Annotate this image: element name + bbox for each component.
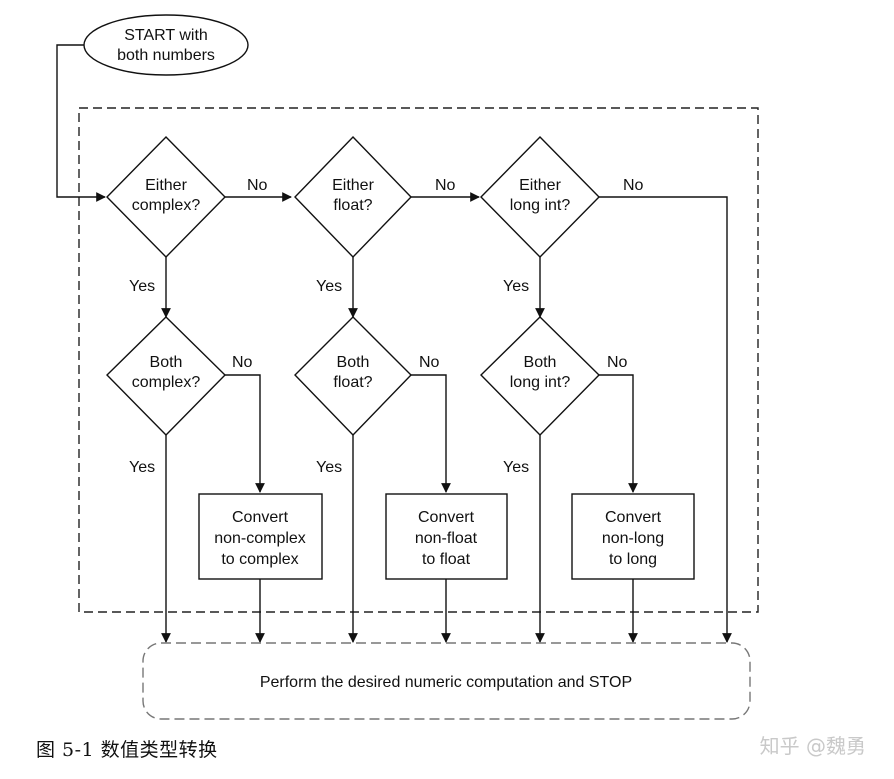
svg-text:Either: Either bbox=[145, 177, 187, 194]
svg-text:Either: Either bbox=[332, 177, 374, 194]
svg-text:long int?: long int? bbox=[510, 197, 571, 214]
watermark: 知乎 @魏勇 bbox=[759, 734, 866, 758]
decision-both-complex: Both complex? bbox=[106, 316, 226, 436]
svg-text:non-long: non-long bbox=[602, 530, 664, 547]
dashed-frame bbox=[78, 107, 759, 613]
figure-caption: 图 5-1 数值类型转换 bbox=[36, 739, 218, 761]
label-no-both-long: No bbox=[607, 354, 628, 371]
label-yes-both-float: Yes bbox=[316, 459, 342, 476]
svg-text:to long: to long bbox=[609, 551, 657, 568]
decision-either-complex: Either complex? bbox=[106, 136, 226, 258]
label-no-either-complex: No bbox=[247, 177, 268, 194]
svg-text:complex?: complex? bbox=[132, 197, 201, 214]
svg-text:non-complex: non-complex bbox=[214, 530, 306, 547]
label-no-either-float: No bbox=[435, 177, 456, 194]
label-no-either-long: No bbox=[623, 177, 644, 194]
svg-text:float?: float? bbox=[333, 374, 372, 391]
svg-text:both numbers: both numbers bbox=[117, 47, 215, 64]
svg-text:float?: float? bbox=[333, 197, 372, 214]
label-yes-either-complex: Yes bbox=[129, 278, 155, 295]
svg-text:Both: Both bbox=[150, 354, 183, 371]
svg-text:START with: START with bbox=[124, 27, 208, 44]
start-node: START with both numbers bbox=[83, 14, 249, 76]
process-convert-float: Convert non-float to float bbox=[385, 493, 508, 580]
svg-text:to complex: to complex bbox=[221, 551, 298, 568]
svg-text:non-float: non-float bbox=[415, 530, 478, 547]
decision-both-long-int: Both long int? bbox=[480, 316, 600, 436]
decision-both-float: Both float? bbox=[294, 316, 412, 437]
decision-either-float: Either float? bbox=[294, 135, 412, 259]
terminal-perform-computation: Perform the desired numeric computation … bbox=[142, 642, 751, 720]
label-yes-both-complex: Yes bbox=[129, 459, 155, 476]
svg-text:Perform the desired numeric co: Perform the desired numeric computation … bbox=[260, 674, 632, 691]
process-convert-long: Convert non-long to long bbox=[571, 493, 695, 580]
svg-text:complex?: complex? bbox=[132, 374, 201, 391]
label-yes-both-long: Yes bbox=[503, 459, 529, 476]
decision-either-long-int: Either long int? bbox=[480, 136, 600, 258]
svg-text:long int?: long int? bbox=[510, 374, 571, 391]
svg-text:Convert: Convert bbox=[418, 509, 475, 526]
svg-text:to float: to float bbox=[422, 551, 471, 568]
svg-text:Both: Both bbox=[337, 354, 370, 371]
svg-text:Either: Either bbox=[519, 177, 561, 194]
connectors bbox=[56, 44, 732, 643]
label-no-both-complex: No bbox=[232, 354, 253, 371]
svg-text:Both: Both bbox=[524, 354, 557, 371]
edge-labels: No No No Yes Yes Yes No No No Yes Yes Ye… bbox=[129, 177, 644, 476]
svg-text:Convert: Convert bbox=[232, 509, 289, 526]
label-no-both-float: No bbox=[419, 354, 440, 371]
label-yes-either-long: Yes bbox=[503, 278, 529, 295]
label-yes-either-float: Yes bbox=[316, 278, 342, 295]
process-convert-complex: Convert non-complex to complex bbox=[198, 493, 323, 580]
svg-text:Convert: Convert bbox=[605, 509, 662, 526]
